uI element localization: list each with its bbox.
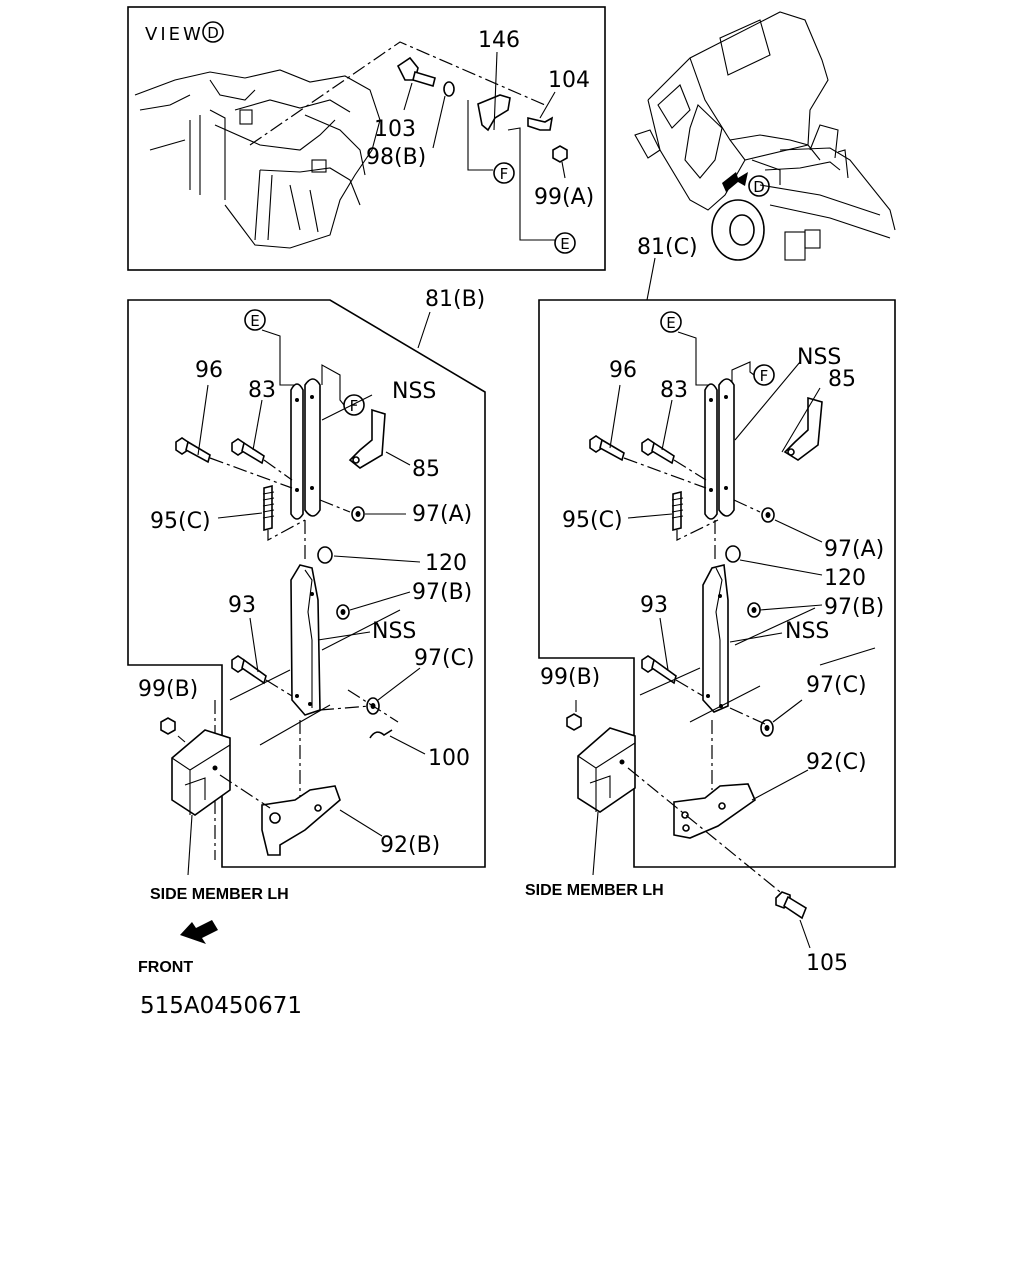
side-member-label-left: SIDE MEMBER LH [150, 886, 289, 903]
engine-bay-sketch [134, 69, 381, 249]
label-96-left: 96 [195, 358, 223, 383]
view-d-frame [127, 6, 606, 271]
washer-120-left [317, 546, 333, 564]
label-98b: 98(B) [366, 145, 426, 170]
view-ref-circle [202, 21, 224, 43]
upper-link-right-b [718, 378, 735, 517]
view-d-direction-arrow [722, 172, 748, 192]
left-callout-e-circle [244, 309, 266, 331]
label-nss-left-lower: NSS [372, 619, 416, 644]
assembly-81b: 81(B) E F [127, 287, 486, 903]
spring-95c-right [671, 490, 719, 541]
label-100-left: 100 [428, 746, 470, 771]
label-103: 103 [374, 117, 416, 142]
callout-e-circle [554, 232, 576, 254]
bolt-104 [527, 116, 554, 131]
pin-100-left [369, 729, 393, 739]
washer-120-right [725, 545, 741, 563]
drawing-number: 515A0450671 [140, 993, 302, 1019]
view-label: VIEW [145, 24, 204, 45]
view-d-leader [249, 41, 546, 146]
bracket-146 [477, 94, 511, 132]
label-97b-left: 97(B) [412, 580, 472, 605]
label-81c: 81(C) [637, 235, 698, 260]
label-92b: 92(B) [380, 833, 440, 858]
label-104: 104 [548, 68, 590, 93]
label-95c-left: 95(C) [150, 509, 211, 534]
label-96-right: 96 [609, 358, 637, 383]
label-146: 146 [478, 28, 520, 53]
spring-95c-left [262, 484, 306, 542]
nut-99a [552, 145, 568, 163]
label-92c: 92(C) [806, 750, 867, 775]
label-85-left: 85 [412, 457, 440, 482]
label-83-left: 83 [248, 378, 276, 403]
truck-view-d-circle [748, 175, 770, 197]
lower-link-left [290, 564, 321, 716]
left-callout-e-letter: E [250, 312, 259, 330]
truck-sketch: D [634, 11, 896, 261]
label-99b-left: 99(B) [138, 677, 198, 702]
label-93-right: 93 [640, 593, 668, 618]
nut-99b-right [566, 713, 582, 731]
assembly-81c-frame [538, 299, 896, 868]
label-105: 105 [806, 951, 848, 976]
left-callout-f-letter: F [350, 397, 359, 415]
label-97c-left: 97(C) [414, 646, 475, 671]
label-95c-right: 95(C) [562, 508, 623, 533]
label-97c-right: 97(C) [806, 673, 867, 698]
assembly-81c: 81(C) E F [525, 235, 896, 976]
bracket-92c [673, 783, 756, 839]
front-arrow-icon [180, 920, 218, 944]
view-d-inset: VIEW D [127, 6, 606, 271]
label-120-right: 120 [824, 566, 866, 591]
washer-98b [443, 81, 455, 97]
side-member-right [577, 727, 636, 813]
view-ref-letter: D [207, 24, 219, 42]
label-97b-right: 97(B) [824, 595, 884, 620]
callout-f-letter: F [500, 165, 509, 183]
label-93-left: 93 [228, 593, 256, 618]
callout-e-letter: E [560, 235, 569, 253]
part-85-left [348, 408, 386, 469]
upper-link-left-b [304, 378, 321, 517]
label-nss-left-upper: NSS [392, 379, 436, 404]
side-member-left [171, 729, 231, 816]
truck-view-d-letter: D [753, 178, 765, 196]
label-99a: 99(A) [534, 185, 594, 210]
front-label: FRONT [138, 959, 193, 976]
side-member-label-right: SIDE MEMBER LH [525, 882, 664, 899]
label-85-right: 85 [828, 367, 856, 392]
label-120-left: 120 [425, 551, 467, 576]
right-callout-e-letter: E [666, 314, 675, 332]
label-81b: 81(B) [425, 287, 485, 312]
label-83-right: 83 [660, 378, 688, 403]
label-99b-right: 99(B) [540, 665, 600, 690]
callout-f-circle [493, 162, 515, 184]
label-nss-right-lower: NSS [785, 619, 829, 644]
right-callout-e-circle [660, 311, 682, 333]
bracket-92b [261, 785, 341, 856]
nut-99b-left [160, 717, 176, 735]
right-callout-f-letter: F [760, 367, 769, 385]
bolt-103 [396, 56, 436, 88]
label-97a-left: 97(A) [412, 502, 472, 527]
assembly-81b-frame [127, 299, 486, 868]
lower-link-right [702, 564, 729, 713]
upper-link-left-a [290, 383, 304, 520]
part-85-right [783, 396, 823, 461]
label-nss-right-upper: NSS [797, 345, 841, 370]
upper-link-right-a [704, 383, 718, 520]
label-97a-right: 97(A) [824, 537, 884, 562]
